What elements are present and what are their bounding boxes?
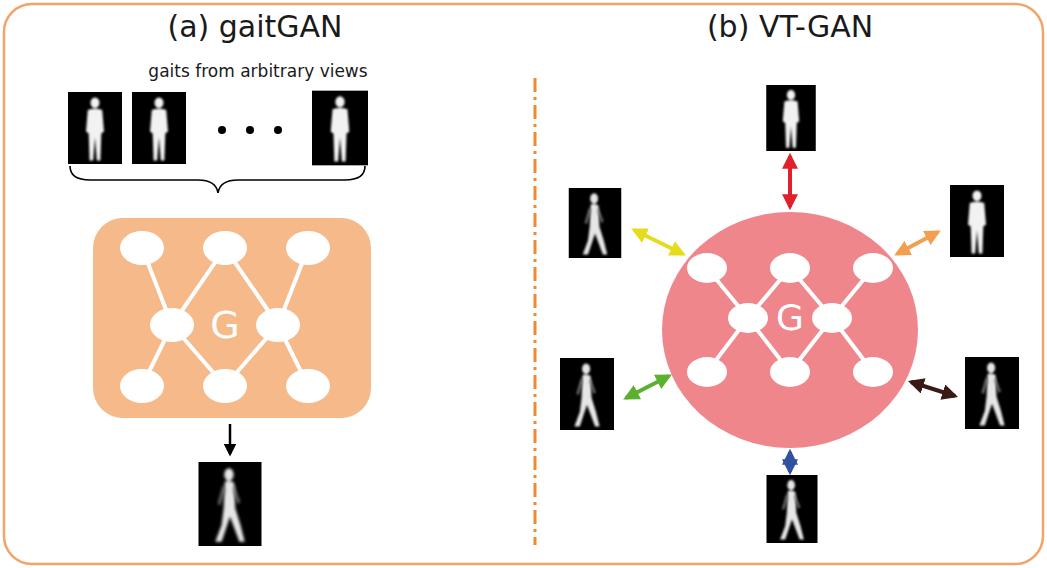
network-neuron [853,253,893,283]
panel-title: (a) gaitGAN [167,10,342,45]
view-arrow [634,230,683,254]
generator-label: G [210,306,239,344]
view-arrow [911,382,955,396]
network-neuron [150,308,194,342]
view-arrow [788,156,792,207]
network-neuron [770,253,810,283]
gait-silhouette [560,358,614,430]
output-arrow [229,424,232,454]
view-arrow [626,376,669,398]
panel-separator [534,78,537,545]
gait-silhouette [312,91,368,166]
outer-frame [4,4,1043,564]
network-neuron [812,303,852,333]
gait-silhouette [68,92,122,164]
ellipsis-dots [218,126,282,134]
generator-label: G [776,300,804,336]
network-neuron [728,303,768,333]
gait-silhouette [569,188,622,258]
generator-ellipse: G [662,212,918,448]
gait-silhouette [950,185,1004,257]
network-neuron [120,231,164,265]
generator-box: G [93,218,371,418]
view-arrow [897,232,938,254]
network-neuron [256,308,300,342]
network-neuron [853,357,893,387]
gait-silhouette [132,92,186,164]
network-neuron [687,357,727,387]
panel-title: (b) VT-GAN [707,10,873,45]
gait-silhouette [965,357,1019,429]
network-neuron [286,231,330,265]
input-caption: gaits from arbitrary views [148,62,367,82]
network-neuron [687,253,727,283]
network-neuron [286,369,330,403]
network-neuron [203,231,247,265]
network-neuron [120,369,164,403]
gait-silhouette [766,85,816,151]
network-neuron [203,369,247,403]
gait-silhouette [199,462,262,546]
view-arrow [788,452,792,472]
ellipse-outline [662,212,918,448]
brace [70,166,365,193]
gait-silhouette [767,475,818,543]
network-neuron [770,357,810,387]
